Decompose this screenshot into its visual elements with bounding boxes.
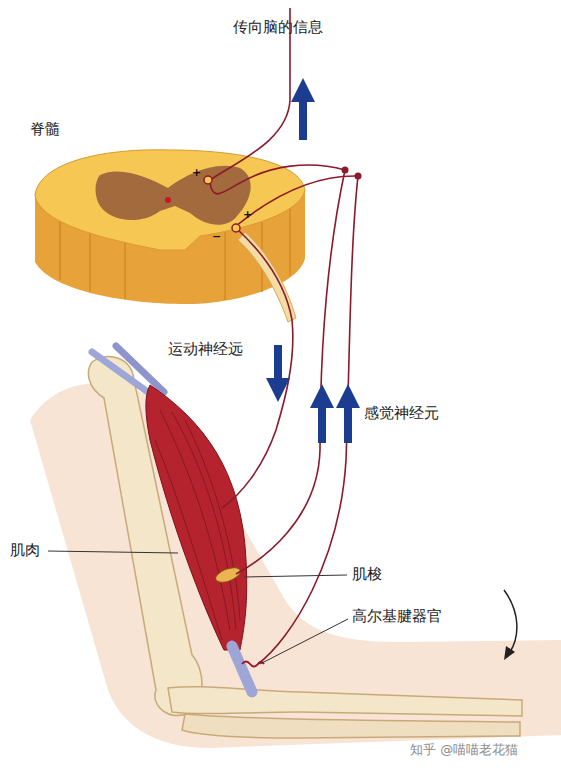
part-label: 脊髓: [30, 120, 60, 138]
biceps-muscle: [146, 385, 247, 650]
motor-neuron: [232, 224, 240, 232]
ganglion-cell: [342, 167, 349, 174]
radius-bone: [168, 687, 522, 716]
grey-matter: [96, 166, 251, 225]
muscle-fibers: [155, 410, 240, 640]
arm-skin: [30, 383, 561, 748]
sign-label: −: [212, 230, 221, 243]
part-label: 感觉神经元: [364, 404, 439, 422]
motion-arrow: [504, 590, 517, 652]
watermark: 知乎 @喵喵老花猫: [410, 742, 518, 758]
central-canal: [165, 197, 171, 203]
ulna-bone: [182, 714, 520, 738]
leader-lines: [48, 551, 348, 664]
tendon: [116, 346, 164, 392]
interneuron: [204, 176, 212, 184]
spinal-cord-top: [35, 150, 305, 250]
part-label: 肌肉: [10, 541, 40, 559]
motion-arrowhead: [504, 646, 515, 660]
sign-label: +: [243, 208, 252, 221]
nerve-fibers: [210, 8, 358, 664]
muscle-spindle: [214, 565, 243, 585]
part-label: 运动神经远: [168, 340, 243, 358]
ganglion-cell: [355, 173, 362, 180]
part-label: 高尔基腱器官: [352, 607, 442, 625]
part-label: 肌梭: [352, 565, 382, 583]
sign-label: +: [192, 166, 201, 179]
signal-arrows: [266, 78, 360, 443]
heading-label: 传向脑的信息: [233, 18, 323, 36]
ventral-root: [238, 232, 296, 322]
tendon: [232, 646, 252, 692]
